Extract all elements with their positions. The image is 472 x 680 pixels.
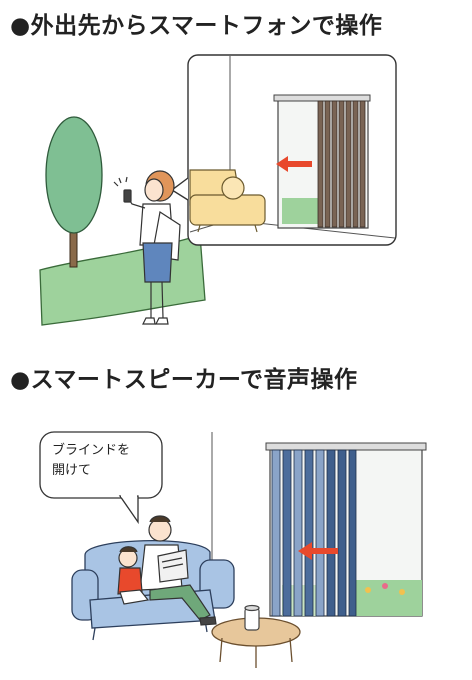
blind-rail	[265, 442, 427, 451]
tree-crown	[45, 116, 103, 234]
section-heading-smartphone: ●外出先からスマートフォンで操作	[10, 13, 383, 39]
speech-tail	[170, 177, 189, 201]
blind-rail	[273, 94, 371, 102]
blind-slats	[271, 449, 357, 617]
outdoor-scene	[39, 116, 206, 326]
arrow-left-icon	[298, 542, 338, 560]
speech-line-1: ブラインドを	[52, 443, 131, 458]
smart-speaker-icon	[244, 604, 260, 631]
smartphone-icon	[123, 189, 132, 203]
father-and-child	[117, 515, 217, 626]
room-window	[170, 54, 397, 246]
woman-with-phone	[113, 170, 181, 325]
blind-slats	[317, 100, 366, 228]
speech-bubble	[39, 431, 163, 525]
speech-bubble-text: ブラインドを 開けて	[52, 441, 130, 481]
ground-hedge	[39, 234, 206, 326]
arrow-left-icon	[276, 156, 312, 172]
section-heading-smart-speaker: ●スマートスピーカーで音声操作	[10, 367, 358, 393]
living-room	[211, 432, 427, 617]
speech-line-2: 開けて	[52, 463, 92, 478]
yellow-sofa	[189, 169, 266, 233]
